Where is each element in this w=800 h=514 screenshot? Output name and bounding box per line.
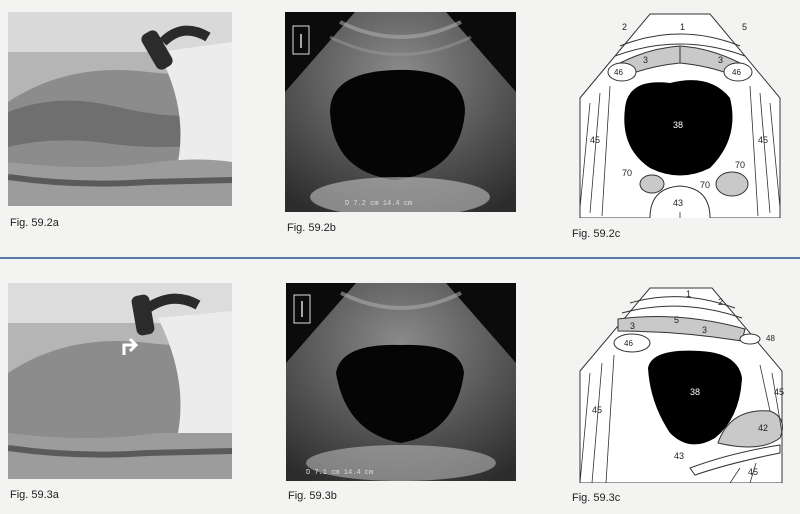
patient-photo-59-3a bbox=[8, 283, 232, 479]
label-1: 1 bbox=[680, 22, 685, 32]
ultrasound-59-3b: D 7.1 cm 14.4 cm bbox=[286, 283, 516, 481]
anatomy-diagram-svg: 1 2 5 3 3 46 46 45 45 38 70 70 70 43 bbox=[570, 8, 790, 218]
label-3a: 3 bbox=[643, 55, 648, 65]
ultrasound-image bbox=[286, 283, 516, 481]
ultrasound-readout: D 7.2 cm 14.4 cm bbox=[345, 200, 412, 208]
label-48: 48 bbox=[766, 334, 775, 343]
label-46: 46 bbox=[624, 339, 633, 348]
label-70a: 70 bbox=[622, 168, 632, 178]
patient-photo-59-2a bbox=[8, 12, 232, 206]
label-1: 1 bbox=[686, 289, 691, 299]
anatomy-diagram-59-3c: 1 2 5 3 3 46 48 45 45 45 38 42 43 bbox=[570, 283, 792, 483]
label-46a: 46 bbox=[614, 68, 623, 77]
patient-photo-illustration bbox=[8, 12, 232, 206]
caption-59-3b: Fig. 59.3b bbox=[288, 490, 337, 502]
anatomy-diagram-59-2c: 1 2 5 3 3 46 46 45 45 38 70 70 70 43 bbox=[570, 8, 790, 218]
label-3a: 3 bbox=[630, 321, 635, 331]
label-45c: 45 bbox=[748, 467, 758, 477]
ultrasound-image bbox=[285, 12, 516, 212]
label-45b: 45 bbox=[774, 387, 784, 397]
label-43: 43 bbox=[674, 451, 684, 461]
label-38: 38 bbox=[690, 387, 700, 397]
section-divider bbox=[0, 257, 800, 259]
label-45b: 45 bbox=[758, 135, 768, 145]
ultrasound-59-2b: D 7.2 cm 14.4 cm bbox=[285, 12, 516, 212]
label-42: 42 bbox=[758, 423, 768, 433]
caption-59-2b: Fig. 59.2b bbox=[287, 222, 336, 234]
caption-59-3a: Fig. 59.3a bbox=[10, 489, 59, 501]
label-70b: 70 bbox=[735, 160, 745, 170]
label-43: 43 bbox=[673, 198, 683, 208]
caption-59-3c: Fig. 59.3c bbox=[572, 492, 620, 504]
label-45a: 45 bbox=[590, 135, 600, 145]
label-45a: 45 bbox=[592, 405, 602, 415]
ultrasound-readout: D 7.1 cm 14.4 cm bbox=[306, 469, 373, 477]
label-5: 5 bbox=[674, 315, 679, 325]
caption-59-2a: Fig. 59.2a bbox=[10, 217, 59, 229]
patient-photo-illustration bbox=[8, 283, 232, 479]
label-46b: 46 bbox=[732, 68, 741, 77]
label-2: 2 bbox=[718, 297, 723, 307]
caption-59-2c: Fig. 59.2c bbox=[572, 228, 620, 240]
label-38: 38 bbox=[673, 120, 683, 130]
label-2: 2 bbox=[622, 22, 627, 32]
label-3b: 3 bbox=[718, 55, 723, 65]
anatomy-diagram-svg: 1 2 5 3 3 46 48 45 45 45 38 42 43 bbox=[570, 283, 792, 483]
label-5: 5 bbox=[742, 22, 747, 32]
label-70c: 70 bbox=[700, 180, 710, 190]
label-3b: 3 bbox=[702, 325, 707, 335]
